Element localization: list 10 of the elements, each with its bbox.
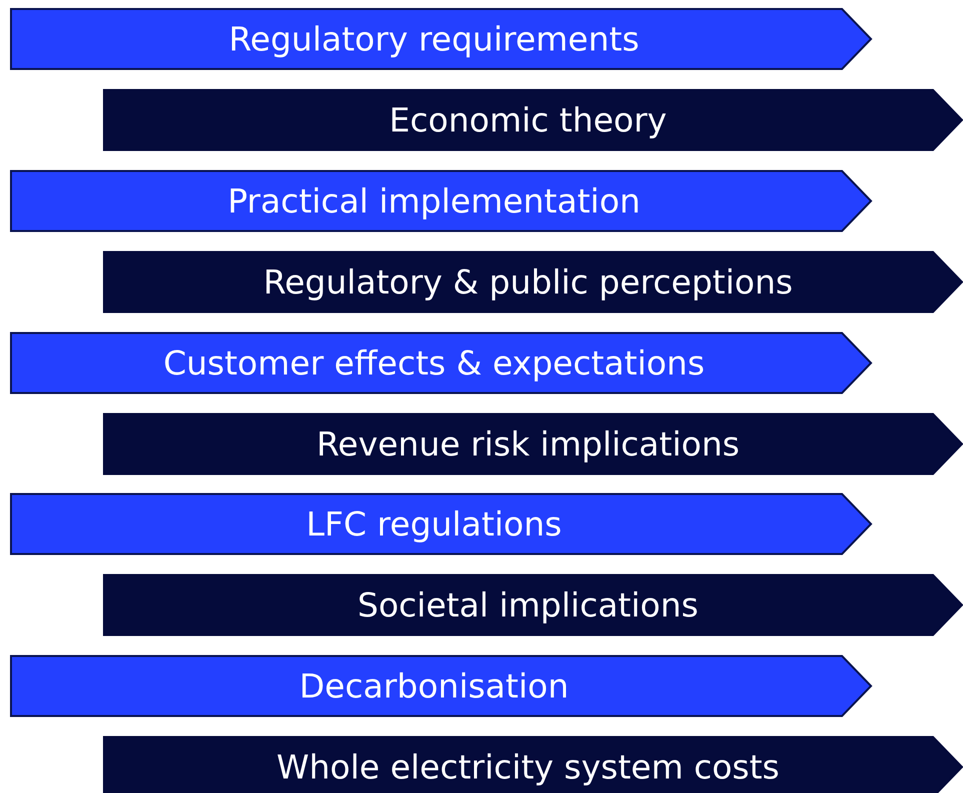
banner-label: Societal implications xyxy=(358,588,698,622)
banner-label: Revenue risk implications xyxy=(316,427,740,460)
banner-label: Regulatory & public perceptions xyxy=(263,265,793,298)
banner-label: Economic theory xyxy=(389,103,667,136)
banner-label: Decarbonisation xyxy=(299,670,569,703)
banner-label: Whole electricity system costs xyxy=(276,750,780,784)
banner-label: Practical implementation xyxy=(228,184,640,218)
banner-label: Regulatory requirements xyxy=(228,22,640,56)
banner-label: LFC regulations xyxy=(306,508,562,541)
banner-label: Customer effects & expectations xyxy=(163,346,705,380)
